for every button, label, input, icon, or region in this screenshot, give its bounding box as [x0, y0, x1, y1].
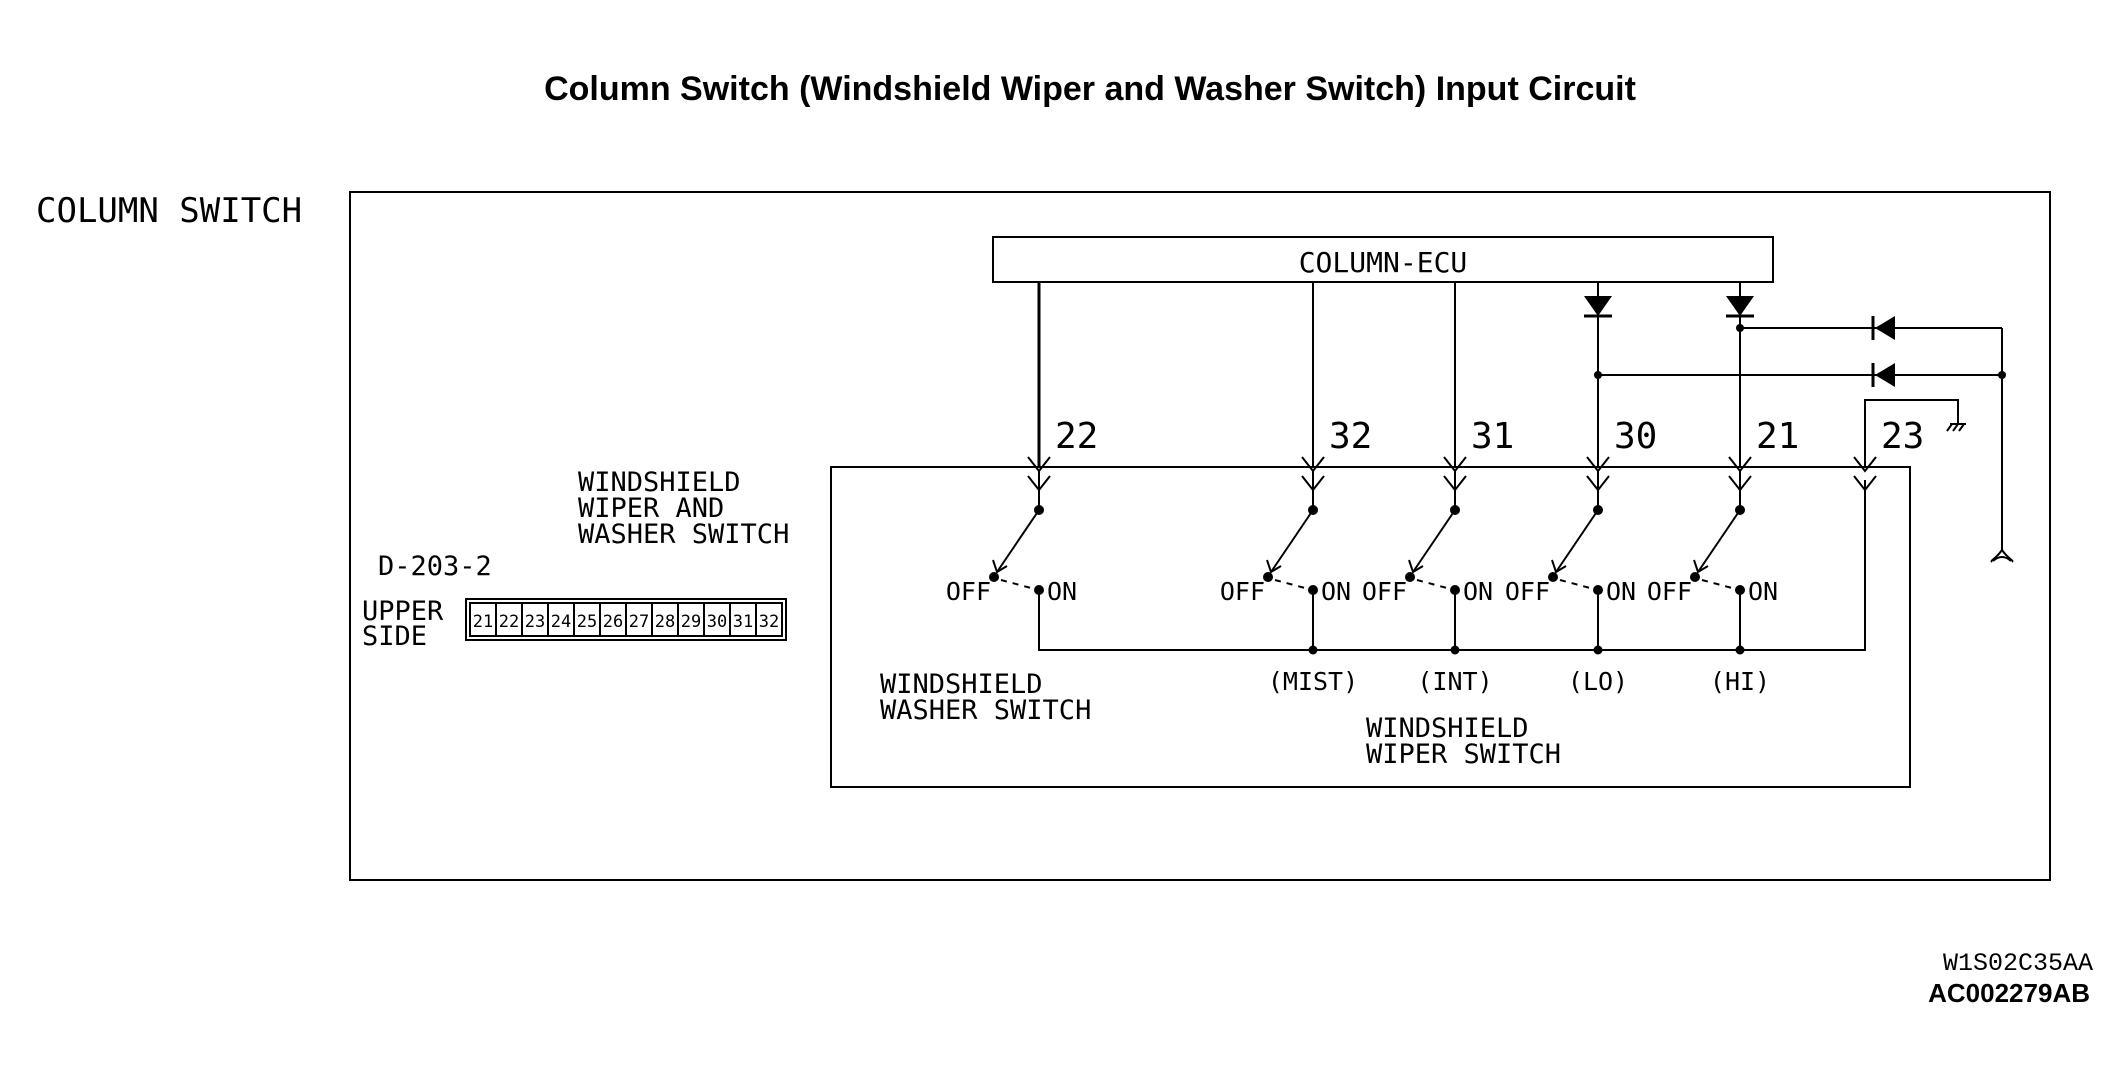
switch-arrow-icon: [1551, 559, 1567, 574]
switch-off-contact: [1548, 572, 1558, 582]
mode-lo-label: (LO): [1568, 667, 1628, 696]
switch-blade: [1697, 509, 1741, 573]
diode-21: [1726, 296, 1754, 318]
junction-lo-bus: [1593, 645, 1603, 655]
switch-group: OFF ON OFF ON OFF ON OFF ON OFF ON: [946, 505, 1778, 606]
connector-outline: [465, 598, 787, 641]
switch-off-label: OFF: [1647, 577, 1692, 606]
switch-blade: [1555, 509, 1599, 573]
connector-side-label-2: SIDE: [362, 621, 427, 652]
switch-off-label: OFF: [1505, 577, 1550, 606]
junction-hi: [1736, 324, 1744, 332]
column-switch-box: [349, 191, 2051, 881]
terminal-number: 22: [1055, 416, 1098, 457]
switch-on-label: ON: [1606, 577, 1636, 606]
switch-arrow-icon: [1693, 559, 1709, 574]
column-ecu-label: COLUMN-ECU: [1299, 246, 1468, 279]
ground-icon: [1946, 423, 1966, 432]
connector-pin-strip: 21 22 23 24 25 26 27 28 29 30 31 32: [465, 598, 787, 641]
connector-pin-number: 25: [577, 612, 597, 632]
mode-hi-label: (HI): [1710, 667, 1770, 696]
column-ecu-box: [992, 236, 1774, 283]
switch-arrow-icon: [992, 559, 1008, 574]
junction-hi-bus: [1735, 645, 1745, 655]
wiper-switch-label-2: WIPER SWITCH: [1366, 739, 1561, 770]
diode-hi-feedback: [1871, 316, 1895, 340]
switch-on-label: ON: [1463, 577, 1493, 606]
switch-group-label-3: WASHER SWITCH: [578, 519, 789, 550]
connector-id: D-203-2: [378, 551, 492, 582]
switch-group-label-2: WIPER AND: [578, 493, 724, 524]
connector-pin-number: 26: [603, 612, 623, 632]
connector-pin-number: 23: [525, 612, 545, 632]
terminal-number: 30: [1614, 416, 1657, 457]
connector-pin-number: 32: [759, 612, 779, 632]
switch-off-label: OFF: [1220, 577, 1265, 606]
terminal-number: 31: [1471, 416, 1514, 457]
mode-mist-label: (MIST): [1268, 667, 1358, 696]
connector-pin-number: 29: [681, 612, 701, 632]
diode-lo-feedback: [1871, 363, 1895, 387]
wire-break-symbol: [1992, 556, 2012, 562]
connector-pin-number: 30: [707, 612, 727, 632]
switch-link-dash: [1416, 579, 1448, 589]
terminal-number: 32: [1329, 416, 1372, 457]
switch-off-contact: [1263, 572, 1273, 582]
switch-off-contact: [1405, 572, 1415, 582]
connector-pin-number: 21: [473, 612, 493, 632]
washer-switch-label-1: WINDSHIELD: [880, 669, 1043, 700]
switch-blade: [996, 509, 1040, 573]
switch-blade: [1412, 509, 1456, 573]
switch-off-contact: [1690, 572, 1700, 582]
connector-pin-number: 24: [551, 612, 571, 632]
wire-right-vertical: [1990, 328, 2014, 563]
wire-23-ground: [1864, 399, 1959, 468]
terminal-group: 22 32 31 30 21 23: [1027, 416, 1924, 510]
switch-blade: [1270, 509, 1314, 573]
switch-group-label-1: WINDSHIELD: [578, 467, 741, 498]
switch-off-label: OFF: [1362, 577, 1407, 606]
diode-30: [1584, 296, 1612, 318]
switch-off-label: OFF: [946, 577, 991, 606]
switch-on-label: ON: [1321, 577, 1351, 606]
wiper-switch-label-1: WINDSHIELD: [1366, 713, 1529, 744]
terminal-number: 21: [1756, 416, 1799, 457]
washer-switch-label-2: WASHER SWITCH: [880, 695, 1091, 726]
connector-side-label-1: UPPER: [362, 596, 444, 627]
connector-pin-number: 27: [629, 612, 649, 632]
switch-on-label: ON: [1047, 577, 1077, 606]
footer-code-1: W1S02C35AA: [1943, 949, 2093, 978]
connector-pin-number: 22: [499, 612, 519, 632]
connector-pin-number: 28: [655, 612, 675, 632]
junction-lo: [1594, 371, 1602, 379]
switch-link-dash: [1559, 579, 1591, 589]
connector-pin-cell: [755, 602, 783, 637]
wiper-washer-switch-box: [830, 466, 1911, 788]
terminal-number: 23: [1881, 416, 1924, 457]
connector-pin-number: 31: [733, 612, 753, 632]
switch-on-label: ON: [1748, 577, 1778, 606]
footer-code-2: AC002279AB: [1928, 978, 2090, 1008]
switch-arrow-icon: [1408, 559, 1424, 574]
mode-int-label: (INT): [1417, 667, 1492, 696]
diagram-title: Column Switch (Windshield Wiper and Wash…: [544, 70, 1636, 108]
switch-arrow-icon: [1266, 559, 1282, 574]
junction-int: [1450, 645, 1460, 655]
column-switch-label: COLUMN SWITCH: [36, 191, 302, 231]
switch-link-dash: [1274, 579, 1306, 589]
switch-link-dash: [1000, 579, 1032, 589]
junction-mist: [1308, 645, 1318, 655]
switch-off-contact: [989, 572, 999, 582]
switch-link-dash: [1701, 579, 1733, 589]
